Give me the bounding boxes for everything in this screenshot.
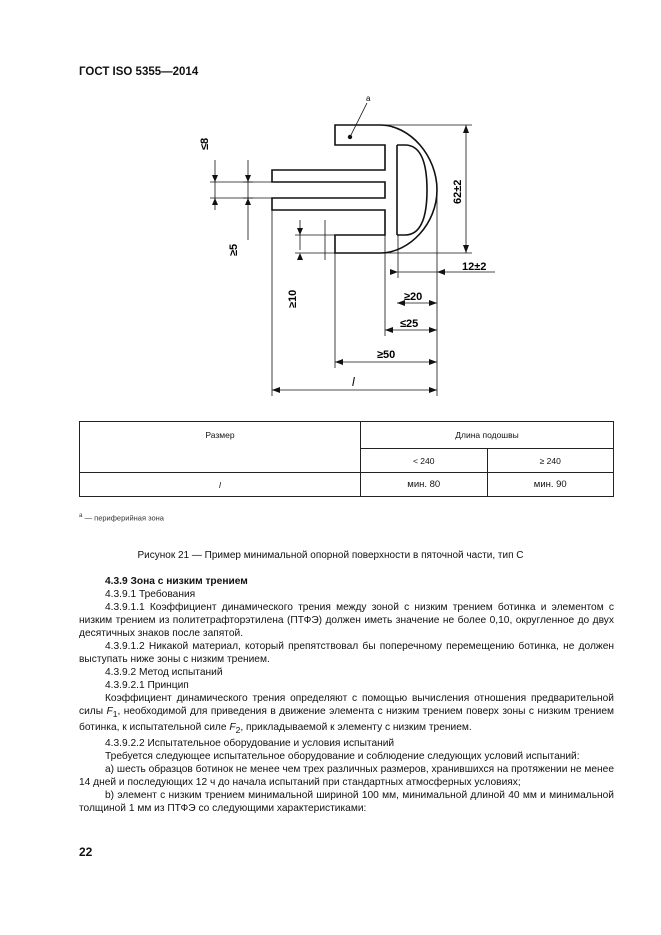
row-value-lt: мин. 80 [360, 472, 488, 497]
body-text: 4.3.9 Зона с низким трением 4.3.9.1 Треб… [79, 575, 614, 815]
label-ge5: ≥5 [228, 244, 240, 256]
inner-arc [397, 144, 428, 236]
row-label: l [79, 472, 361, 497]
heel-outline [271, 124, 438, 254]
standard-header: ГОСТ ISO 5355—2014 [79, 66, 199, 78]
paragraph: Требуется следующее испытательное оборуд… [105, 751, 580, 763]
size-table: Размер Длина подошвы < 240 ≥ 240 l мин. … [79, 421, 614, 497]
col-size-header: Размер [79, 421, 361, 473]
label-ge50: ≥50 [377, 349, 395, 361]
list-item: а) шесть образцов ботинок не менее чем т… [79, 764, 614, 789]
figure-caption: Рисунок 21 — Пример минимальной опорной … [137, 550, 524, 561]
section-heading: 4.3.9 Зона с низким трением [105, 576, 248, 587]
paragraph: 4.3.9.2.1 Принцип [105, 680, 189, 691]
page-number: 22 [79, 845, 93, 859]
list-item: b) элемент с низким трением минимальной … [79, 790, 614, 815]
paragraph: 4.3.9.1 Требования [105, 589, 196, 600]
sub-lt-header: < 240 [360, 448, 488, 473]
label-ge10: ≥10 [287, 290, 299, 308]
row-value-ge: мин. 90 [486, 472, 614, 497]
label-le8: ≤8 [199, 138, 211, 150]
label-12: 12±2 [462, 261, 486, 273]
sub-ge-header: ≥ 240 [486, 448, 614, 473]
label-le25: ≤25 [400, 318, 418, 330]
paragraph: Коэффициент динамического трения определ… [79, 693, 614, 736]
label-l: l [352, 375, 355, 389]
paragraph: 4.3.9.2.2 Испытательное оборудование и у… [105, 738, 395, 750]
footnote: a — периферийная зона [79, 512, 164, 523]
heel-support-figure: a ≤8 ≥5 ≥10 62±2 12±2 ≥20 ≤25 ≥50 l [199, 94, 495, 396]
col-length-header: Длина подошвы [360, 421, 614, 449]
paragraph: 4.3.9.1.1 Коэффициент динамического трен… [79, 602, 614, 639]
paragraph: 4.3.9.1.2 Никакой материал, который преп… [79, 641, 614, 665]
paragraph: 4.3.9.2 Метод испытаний [105, 667, 223, 678]
label-ge20: ≥20 [404, 291, 422, 303]
label-62: 62±2 [452, 180, 464, 204]
label-a: a [366, 94, 371, 103]
